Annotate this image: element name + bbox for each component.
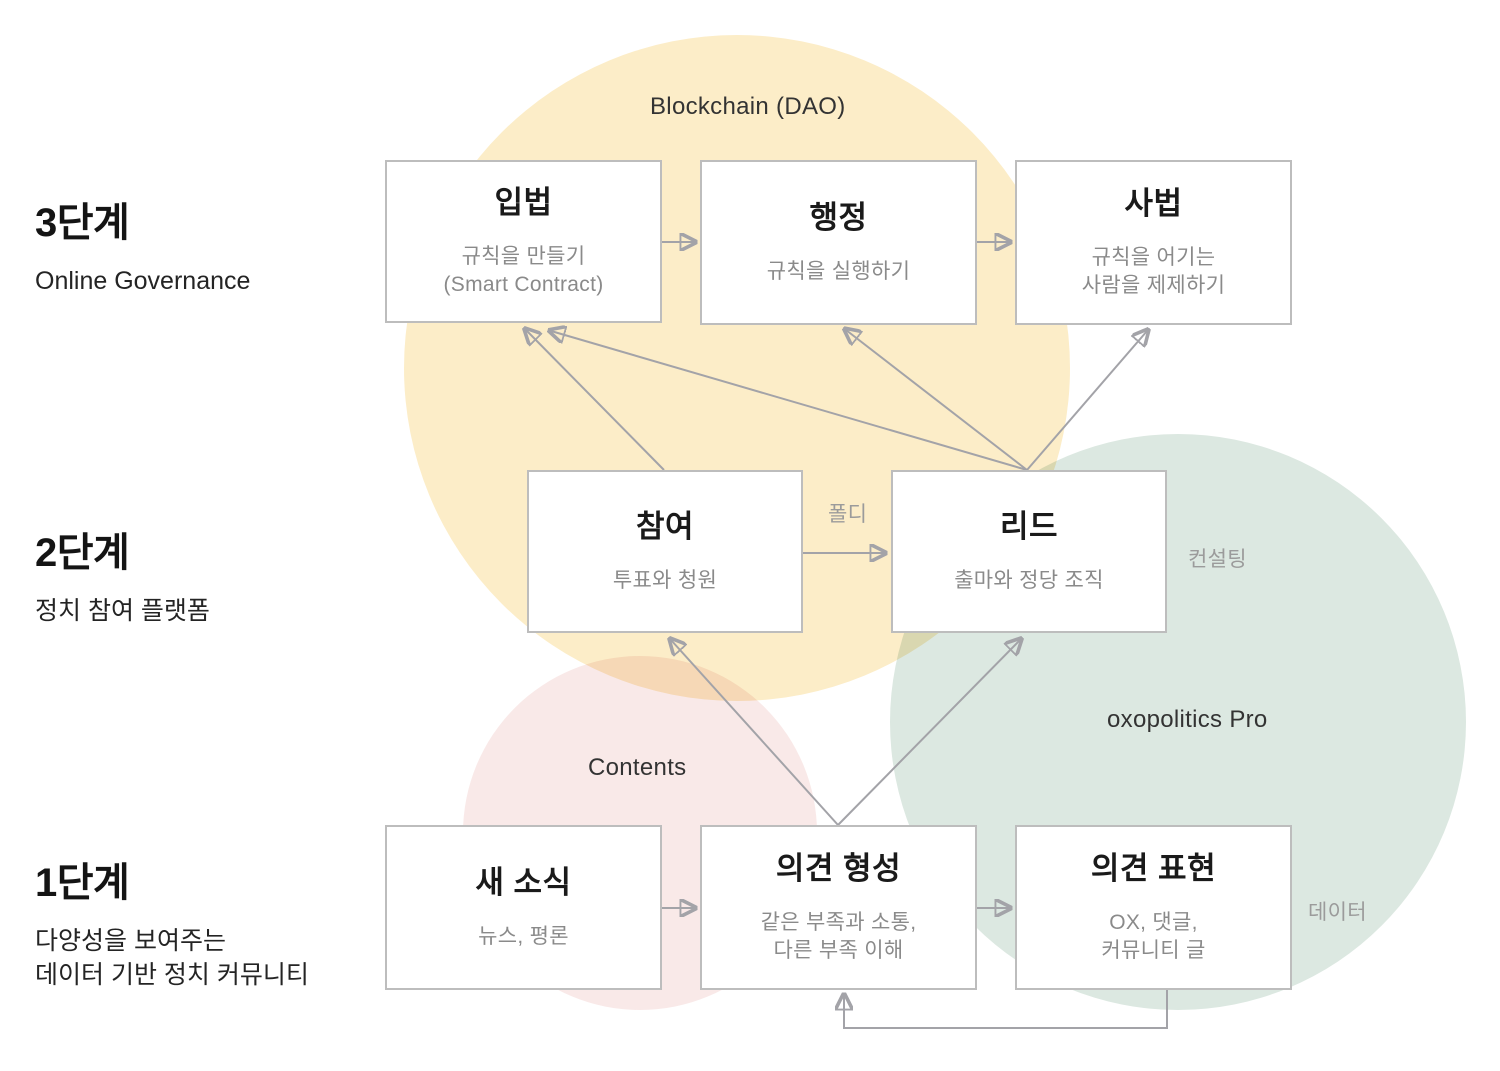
judiciary-title: 사법 xyxy=(1124,186,1183,222)
news-desc: 뉴스, 평론 xyxy=(478,924,569,948)
stage-2-label: 2단계 정치 참여 플랫폼 xyxy=(35,520,210,628)
consulting-edge-label: 컨설팅 xyxy=(1188,548,1247,571)
participation-title: 참여 xyxy=(635,509,695,545)
arrow-lead-to-judiciary xyxy=(1026,331,1147,471)
opinion-forming-desc: 같은 부족과 소통, 다른 부족 이해 xyxy=(760,910,917,962)
opinion-expression-title: 의견 표현 xyxy=(1090,851,1217,887)
stage-1-subtitle: 다양성을 보여주는 데이터 기반 정치 커뮤니티 xyxy=(35,927,309,989)
stage-3-label: 3단계 Online Governance xyxy=(35,190,250,298)
opinion-forming-box: 의견 형성 같은 부족과 소통, 다른 부족 이해 xyxy=(700,825,977,990)
stage-1-title: 1단계 xyxy=(35,861,130,905)
lead-desc: 출마와 정당 조직 xyxy=(954,568,1104,592)
arrow-opinion-expression-feedback-loop xyxy=(844,990,1168,1029)
poldi-edge-label: 폴디 xyxy=(828,503,868,526)
arrow-opinion-forming-to-participation xyxy=(671,640,839,826)
participation-box: 참여 투표와 청원 xyxy=(527,470,803,633)
arrow-opinion-forming-to-lead xyxy=(837,640,1020,826)
stage-2-title: 2단계 xyxy=(35,531,130,575)
legislation-box: 입법 규칙을 만들기 (Smart Contract) xyxy=(385,160,662,323)
participation-desc: 투표와 청원 xyxy=(612,568,718,592)
executive-title: 행정 xyxy=(809,200,868,236)
news-title: 새 소식 xyxy=(475,865,572,901)
oxopolitics-pro-label: oxopolitics Pro xyxy=(1107,706,1268,733)
arrow-lead-to-executive xyxy=(846,330,1028,471)
contents-label: Contents xyxy=(588,754,687,781)
stage-3-title: 3단계 xyxy=(35,201,130,245)
executive-box: 행정 규칙을 실행하기 xyxy=(700,160,977,325)
blockchain-dao-label: Blockchain (DAO) xyxy=(650,93,846,120)
data-edge-label: 데이터 xyxy=(1308,901,1367,924)
legislation-desc: 규칙을 만들기 (Smart Contract) xyxy=(443,244,604,296)
lead-box: 리드 출마와 정당 조직 xyxy=(891,470,1167,633)
arrow-lead-to-legislation xyxy=(551,331,1028,471)
stage-1-label: 1단계 다양성을 보여주는 데이터 기반 정치 커뮤니티 xyxy=(35,850,309,992)
opinion-expression-desc: OX, 댓글, 커뮤니티 글 xyxy=(1101,910,1206,962)
judiciary-desc: 규칙을 어기는 사람을 제제하기 xyxy=(1081,245,1226,297)
stage-3-subtitle: Online Governance xyxy=(35,267,251,295)
lead-title: 리드 xyxy=(999,509,1059,545)
executive-desc: 규칙을 실행하기 xyxy=(766,259,911,283)
news-box: 새 소식 뉴스, 평론 xyxy=(385,825,662,990)
opinion-forming-title: 의견 형성 xyxy=(775,851,902,887)
stage-2-subtitle: 정치 참여 플랫폼 xyxy=(35,597,210,625)
arrow-participation-to-legislation xyxy=(526,330,665,471)
opinion-expression-box: 의견 표현 OX, 댓글, 커뮤니티 글 xyxy=(1015,825,1292,990)
legislation-title: 입법 xyxy=(494,185,553,221)
judiciary-box: 사법 규칙을 어기는 사람을 제제하기 xyxy=(1015,160,1292,325)
